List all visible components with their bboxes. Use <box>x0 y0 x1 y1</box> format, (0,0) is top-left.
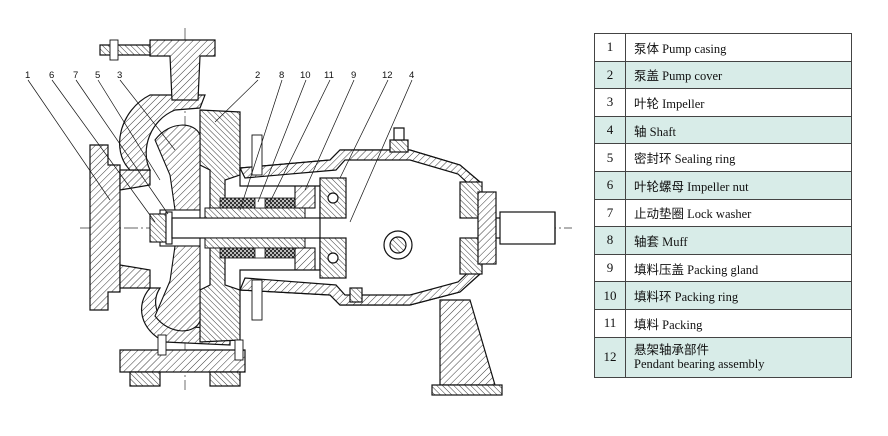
bearing-bracket <box>239 127 503 396</box>
callout-9: 9 <box>351 70 356 81</box>
callout-1: 1 <box>25 70 30 81</box>
part-number: 4 <box>594 115 626 145</box>
part-number: 10 <box>594 281 626 310</box>
callout-6: 6 <box>49 70 54 81</box>
callout-5: 5 <box>95 70 100 81</box>
part-name: 填料 Packing <box>625 308 852 338</box>
part-name: 泵体 Pump casing <box>625 33 852 62</box>
part-number: 5 <box>594 143 626 172</box>
part-name: 填料环 Packing ring <box>625 281 852 310</box>
leader-lines <box>27 79 413 223</box>
shaft-muff <box>204 207 306 219</box>
part-number: 2 <box>594 60 626 90</box>
callout-11: 11 <box>324 70 334 81</box>
part-number: 12 <box>594 336 626 378</box>
callout-4: 4 <box>409 70 414 81</box>
part-name: 轴套 Muff <box>625 226 852 255</box>
pump-sectional-drawing: 1 6 7 5 3 2 8 10 11 9 12 4 <box>25 28 572 396</box>
part-number: 8 <box>594 226 626 255</box>
part-name: 泵盖 Pump cover <box>625 60 852 90</box>
callout-12: 12 <box>382 70 393 81</box>
part-number: 11 <box>594 308 626 338</box>
callout-10: 10 <box>300 70 311 81</box>
part-name-english: Pendant bearing assembly <box>634 357 765 372</box>
callout-2: 2 <box>255 70 260 81</box>
part-number: 6 <box>594 170 626 200</box>
part-name: 叶轮螺母 Impeller nut <box>625 170 852 200</box>
part-name: 轴 Shaft <box>625 115 852 145</box>
shaft-muff-lower <box>204 237 306 249</box>
callout-8: 8 <box>279 70 284 81</box>
callout-3: 3 <box>117 70 122 81</box>
part-number: 7 <box>594 198 626 228</box>
bolts <box>109 39 263 361</box>
part-number: 9 <box>594 253 626 283</box>
part-name: 填料压盖 Packing gland <box>625 253 852 283</box>
part-name: 止动垫圈 Lock washer <box>625 198 852 228</box>
part-name: 叶轮 Impeller <box>625 88 852 117</box>
part-number: 3 <box>594 88 626 117</box>
callout-labels: 1 6 7 5 3 2 8 10 11 9 12 4 <box>25 70 414 81</box>
part-name: 悬架轴承部件 <box>634 343 710 358</box>
callout-7: 7 <box>73 70 78 81</box>
packing-gland <box>294 179 316 277</box>
impeller-nut <box>149 211 173 245</box>
part-name: 密封环 Sealing ring <box>625 143 852 172</box>
part-number: 1 <box>594 33 626 62</box>
